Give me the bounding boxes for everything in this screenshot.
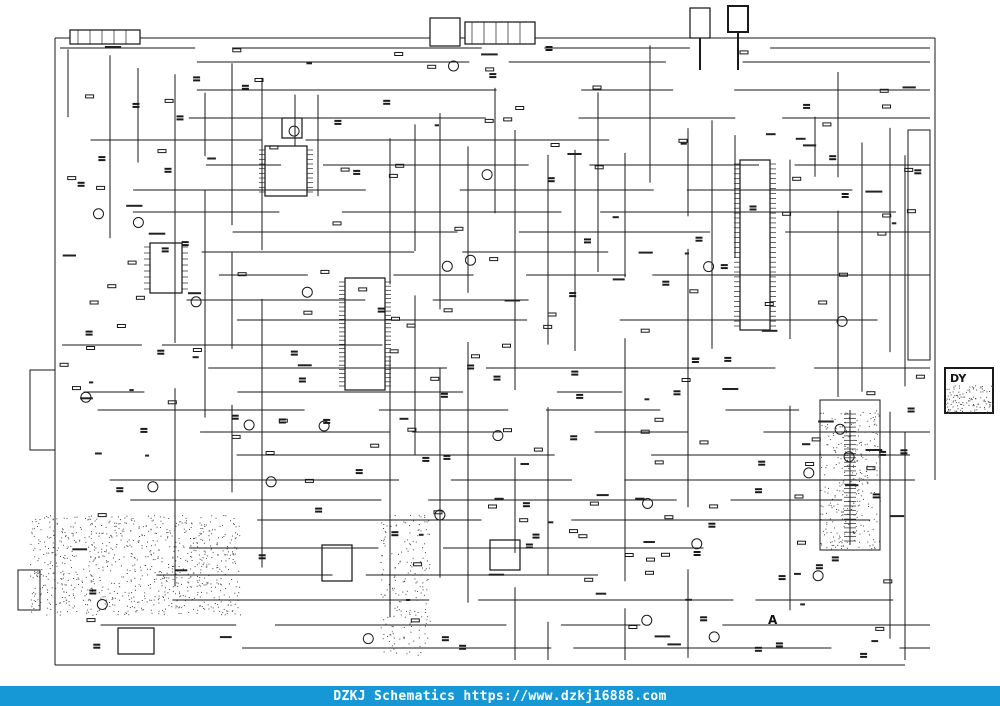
components: [59, 46, 925, 658]
schematic-diagram: DY A: [17, 5, 994, 666]
top-connector-center: [429, 17, 536, 47]
footer-text: DZKJ Schematics https://www.dzkj16888.co…: [333, 688, 667, 704]
ic-main-processor: [344, 277, 386, 391]
section-marker: A: [768, 613, 778, 627]
ic-right-controller: [739, 159, 771, 331]
top-connector-left: [69, 29, 141, 45]
dy-label: DY: [950, 372, 967, 385]
footer-banner: DZKJ Schematics https://www.dzkj16888.co…: [0, 686, 1000, 706]
circuit-wiring: [60, 45, 930, 660]
ic-upper-left: [264, 117, 308, 197]
power-supply-region: [30, 385, 994, 656]
top-speaker-jack: [689, 5, 749, 70]
ic-left-box: [149, 242, 183, 294]
left-input-connector: [17, 369, 56, 611]
ic-bottom-center: [321, 539, 521, 582]
ic-bottom-left: [117, 627, 155, 655]
right-connector-strip: [907, 129, 931, 361]
deflection-yoke-connector: DY: [944, 367, 994, 414]
